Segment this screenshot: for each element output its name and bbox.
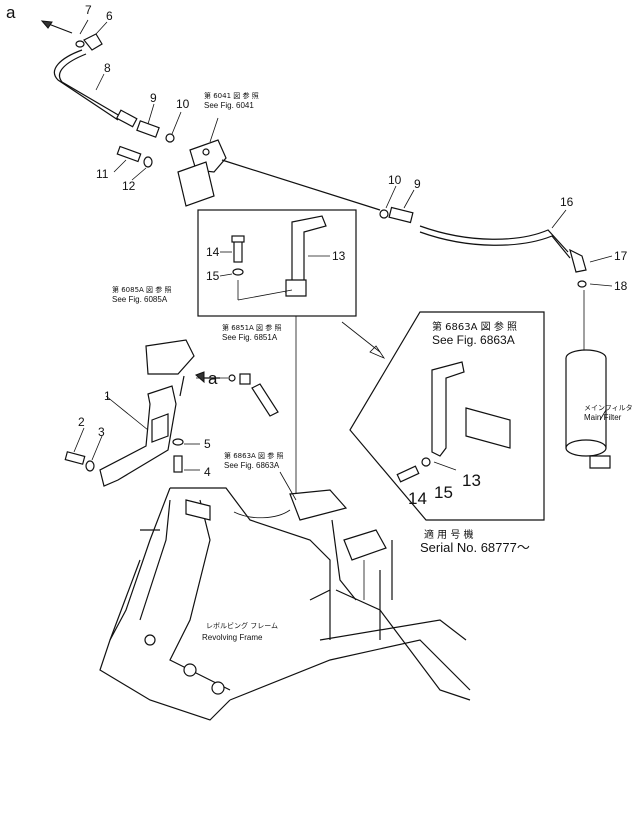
ref-6863-right-en: See Fig. 6863A bbox=[432, 333, 515, 347]
callout-13-right: 13 bbox=[462, 471, 481, 490]
hose-16 bbox=[379, 206, 587, 273]
bracket-1 bbox=[99, 339, 195, 487]
hose-8 bbox=[53, 49, 138, 128]
callout-14-top: 14 bbox=[206, 245, 220, 259]
bolt-2 bbox=[64, 451, 95, 472]
a-arrow-lower bbox=[195, 371, 220, 384]
callout-13-top: 13 bbox=[332, 249, 346, 263]
main-filter-jp: メインフィルタ bbox=[584, 403, 633, 412]
serial-en: Serial No. 68777～ bbox=[420, 540, 530, 555]
ref-6863-lower-jp: 第 6863A 図 参 照 bbox=[224, 451, 284, 460]
callout-10-right: 10 bbox=[388, 173, 402, 187]
ref-6041-jp: 第 6041 図 参 照 bbox=[204, 91, 259, 100]
connector-6851a bbox=[228, 373, 279, 417]
callout-11: 11 bbox=[96, 167, 109, 181]
callout-14-right: 14 bbox=[408, 489, 427, 508]
callout-5: 5 bbox=[204, 437, 211, 451]
callout-9-left: 9 bbox=[150, 91, 157, 105]
serial-jp: 適 用 号 機 bbox=[424, 528, 474, 541]
ref-6085-en: See Fig. 6085A bbox=[112, 295, 168, 304]
callout-3: 3 bbox=[98, 425, 105, 439]
callout-7: 7 bbox=[85, 3, 92, 17]
callout-17: 17 bbox=[614, 249, 628, 263]
revolving-frame bbox=[99, 487, 471, 721]
callout-16: 16 bbox=[560, 195, 574, 209]
callout-a-top: a bbox=[6, 3, 16, 22]
callout-2: 2 bbox=[78, 415, 85, 429]
inset-box-right bbox=[349, 311, 545, 521]
main-filter bbox=[565, 290, 611, 469]
callout-15-top: 15 bbox=[206, 269, 220, 283]
callout-8: 8 bbox=[104, 61, 111, 75]
callout-1: 1 bbox=[104, 389, 111, 403]
callout-10-left: 10 bbox=[176, 97, 190, 111]
adapter-9-left bbox=[136, 120, 175, 143]
ref-6041-en: See Fig. 6041 bbox=[204, 101, 254, 110]
callout-15-right: 15 bbox=[434, 483, 453, 502]
frame-bracket bbox=[289, 489, 387, 601]
callout-a-lower: a bbox=[208, 369, 218, 388]
revolving-frame-jp: レボルビング フレーム bbox=[206, 621, 278, 630]
elbow-6 bbox=[75, 33, 103, 51]
revolving-frame-en: Revolving Frame bbox=[202, 633, 263, 642]
ref-6851-jp: 第 6851A 図 参 照 bbox=[222, 323, 282, 332]
main-filter-en: Main Filter bbox=[584, 413, 622, 422]
callout-4: 4 bbox=[204, 465, 211, 479]
ref-6863-lower-en: See Fig. 6863A bbox=[224, 461, 280, 470]
filter-head bbox=[177, 139, 227, 207]
ref-6085-jp: 第 6085A 図 参 照 bbox=[112, 285, 172, 294]
ref-6851-en: See Fig. 6851A bbox=[222, 333, 278, 342]
ref-6863-right-jp: 第 6863A 図 参 照 bbox=[432, 320, 517, 333]
bolt-11 bbox=[116, 145, 153, 168]
callout-12: 12 bbox=[122, 179, 136, 193]
callout-9-right: 9 bbox=[414, 177, 421, 191]
callout-6: 6 bbox=[106, 9, 113, 23]
inset-box-top bbox=[197, 209, 357, 317]
bolt-4 bbox=[172, 438, 184, 473]
a-arrow-top bbox=[40, 20, 73, 34]
callout-18: 18 bbox=[614, 279, 628, 293]
